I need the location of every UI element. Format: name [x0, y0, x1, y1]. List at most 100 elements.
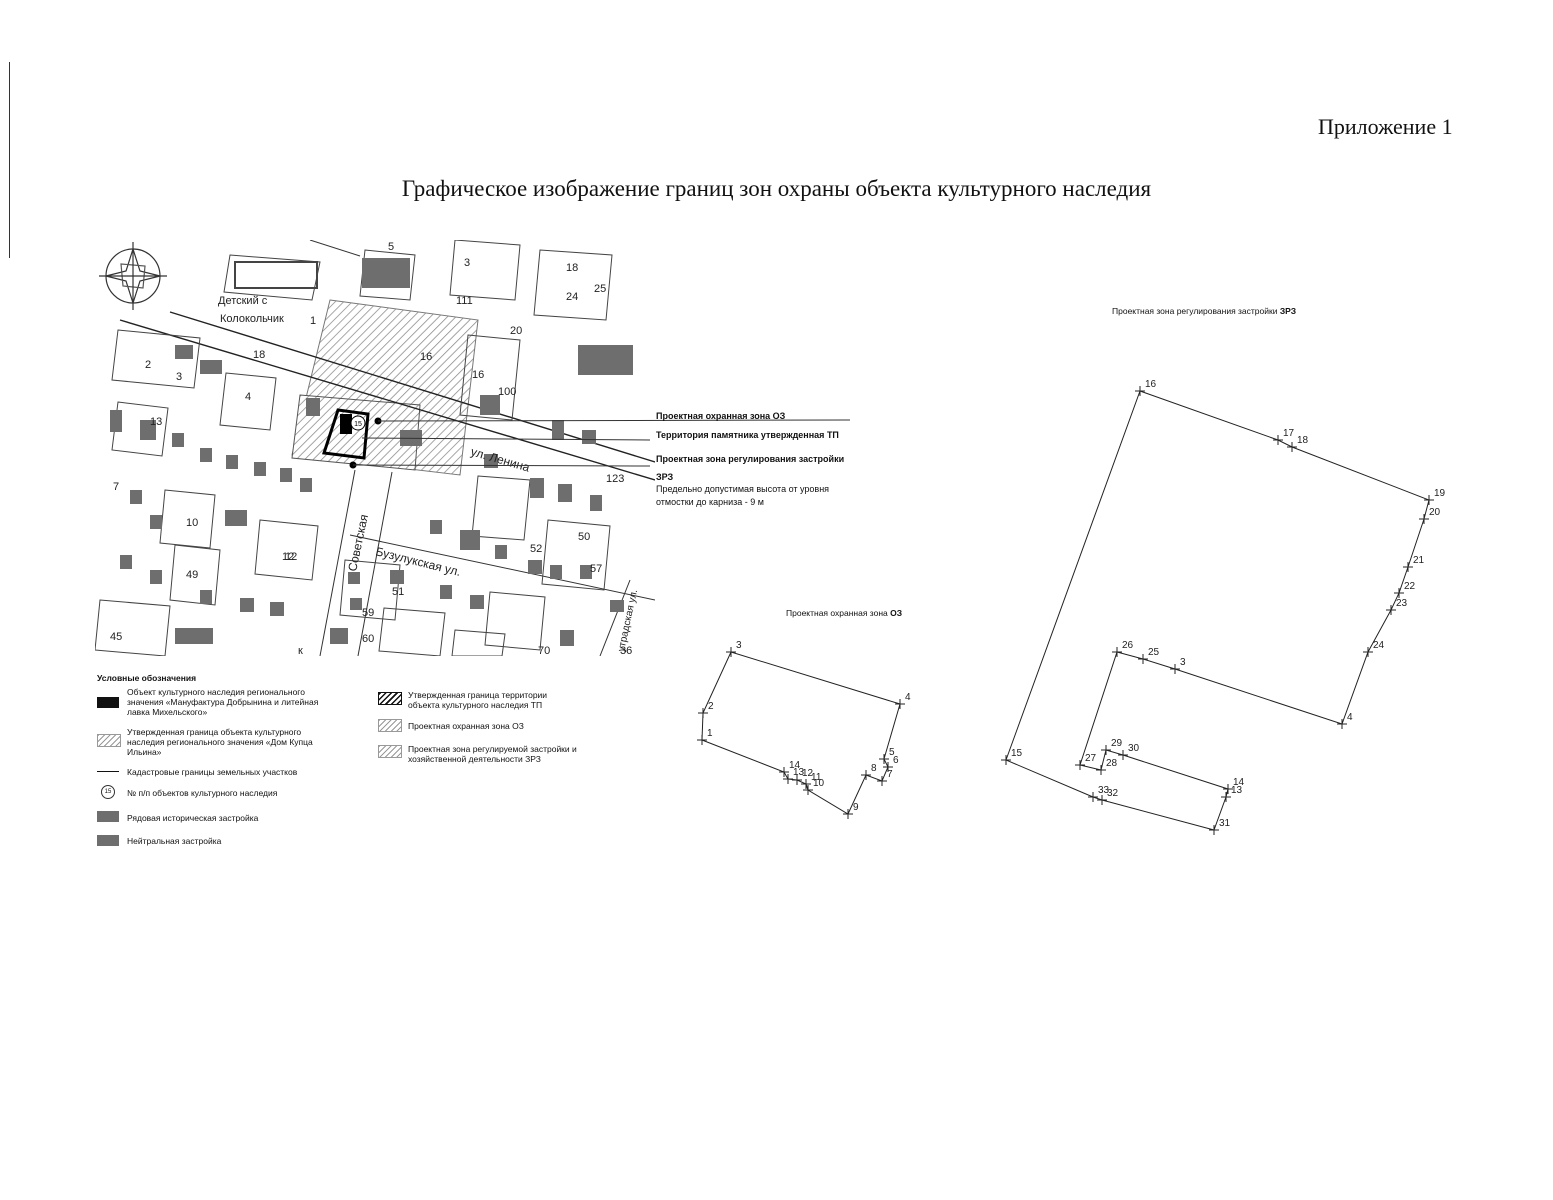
zrz-vertex-label: 3	[1180, 657, 1186, 668]
zrz-vertex-label: 25	[1148, 647, 1160, 658]
zrz-vertex-label: 13	[1231, 785, 1243, 796]
legend-swatch-zrz	[378, 745, 402, 758]
map-area: 15 Детский с Колокольчик ул. Ленина Сове…	[95, 240, 655, 657]
legend-swatch-historic	[97, 811, 119, 822]
oz-vertex-14	[779, 767, 789, 777]
map-label-kindergarten-name: Колокольчик	[220, 313, 284, 325]
zrz-vertex-label: 31	[1219, 818, 1231, 829]
zrz-diagram-title: Проектная зона регулирования застройки З…	[1112, 306, 1297, 316]
zrz-vertex-label: 30	[1128, 743, 1140, 754]
zrz-vertex-13	[1221, 792, 1231, 802]
svg-text:5: 5	[388, 241, 394, 253]
svg-text:10: 10	[186, 517, 198, 529]
oz-vertex-10	[803, 785, 813, 795]
oz-vertex-5	[879, 754, 889, 764]
oz-vertex-label: 4	[905, 692, 911, 703]
callout-lines	[352, 419, 851, 467]
zrz-vertex-label: 21	[1413, 555, 1425, 566]
legend-text-object-number: № п/п объектов культурного наследия	[127, 788, 278, 798]
oz-vertex-label: 2	[708, 701, 714, 712]
zrz-vertex-label: 18	[1297, 435, 1309, 446]
appendix-label: Приложение 1	[1318, 114, 1453, 139]
zrz-vertex-18	[1287, 442, 1297, 452]
zrz-vertex-16	[1135, 386, 1145, 396]
zrz-vertex-label: 27	[1085, 753, 1097, 764]
legend-text-historic: Рядовая историческая застройка	[127, 813, 259, 823]
street-sovetskaya-line2	[357, 471, 393, 656]
svg-text:12: 12	[282, 551, 294, 563]
zrz-vertex-label: 16	[1145, 379, 1157, 390]
map-label-street-partial: к	[298, 645, 303, 657]
zrz-vertex-label: 22	[1404, 581, 1416, 592]
svg-text:59: 59	[362, 607, 374, 619]
oz-vertex-4	[895, 699, 905, 709]
oz-vertex-3	[726, 647, 736, 657]
oz-vertex-label: 14	[789, 760, 801, 771]
oz-vertex-13	[783, 774, 793, 784]
historic-buildings	[110, 258, 633, 646]
zrz-vertex-19	[1424, 495, 1434, 505]
legend-swatch-monument	[97, 697, 119, 708]
oz-vertex-1	[697, 735, 707, 745]
zrz-vertex-label: 19	[1434, 488, 1446, 499]
oz-vertex-label: 6	[893, 755, 899, 766]
street-lenina-line2	[169, 311, 655, 463]
map-number-labels: 5 1 3 18 20 24 25 18 2 3 4 16 100 13 7 1…	[110, 241, 632, 657]
legend-text-monument: Объект культурного наследия региональног…	[127, 687, 319, 717]
svg-text:1: 1	[310, 315, 316, 327]
callout-zrz: Проектная зона регулирования застройки	[656, 454, 844, 464]
zrz-vertex-label: 23	[1396, 598, 1408, 609]
legend-swatch-neutral	[97, 835, 119, 846]
street-line	[309, 240, 361, 257]
svg-text:2: 2	[145, 359, 151, 371]
compass-rose-icon	[99, 242, 167, 310]
zrz-vertex-17	[1273, 435, 1283, 445]
zrz-vertex-label: 20	[1429, 507, 1441, 518]
svg-text:20: 20	[510, 325, 522, 337]
svg-text:49: 49	[186, 569, 198, 581]
page-title: Графическое изображение границ зон охран…	[401, 176, 1152, 201]
svg-text:51: 51	[392, 586, 404, 598]
zrz-vertex-20	[1419, 514, 1429, 524]
zrz-vertex-29	[1101, 745, 1111, 755]
street-lenina-line1	[119, 319, 655, 481]
legend-heading: Условные обозначения	[97, 673, 197, 683]
map-label-kindergarten: Детский с	[218, 295, 268, 307]
zrz-vertex-31	[1209, 825, 1219, 835]
callouts: Проектная охранная зона ОЗ Территория па…	[656, 411, 844, 507]
svg-text:36: 36	[620, 645, 632, 657]
object-number-circle	[350, 415, 366, 431]
callout-zrz-abbr: ЗРЗ	[656, 472, 674, 482]
oz-vertex-label: 13	[793, 767, 805, 778]
zrz-vertex-22	[1394, 588, 1404, 598]
svg-text:52: 52	[530, 543, 542, 555]
svg-text:3: 3	[176, 371, 182, 383]
zrz-vertex-label: 15	[1011, 748, 1023, 759]
oz-vertex-9	[843, 809, 853, 819]
oz-vertex-label: 1	[707, 728, 713, 739]
zrz-vertex-label: 32	[1107, 788, 1119, 799]
svg-text:16: 16	[420, 351, 432, 363]
zrz-vertex-label: 33	[1098, 785, 1110, 796]
zrz-vertex-label: 17	[1283, 428, 1295, 439]
svg-text:50: 50	[578, 531, 590, 543]
cadastral-boundaries	[95, 240, 613, 656]
oz-vertex-8	[861, 770, 871, 780]
oz-vertex-label: 8	[871, 763, 877, 774]
legend-text-cadastral: Кадастровые границы земельных участков	[127, 767, 298, 777]
oz-vertex-7	[877, 776, 887, 786]
oz-vertex-6	[883, 762, 893, 772]
svg-text:13: 13	[150, 416, 162, 428]
legend-swatch-oz	[378, 719, 402, 732]
svg-text:12: 12	[285, 551, 297, 563]
zrz-vertex-30	[1118, 750, 1128, 760]
svg-text:18: 18	[566, 262, 578, 274]
oz-vertex-label: 12	[802, 768, 814, 779]
zrz-vertex-21	[1403, 562, 1413, 572]
legend-text-oz: Проектная охранная зона ОЗ	[408, 721, 524, 731]
object-number: 15	[354, 421, 362, 428]
callout-height: Предельно допустимая высота от уровня	[656, 484, 829, 494]
